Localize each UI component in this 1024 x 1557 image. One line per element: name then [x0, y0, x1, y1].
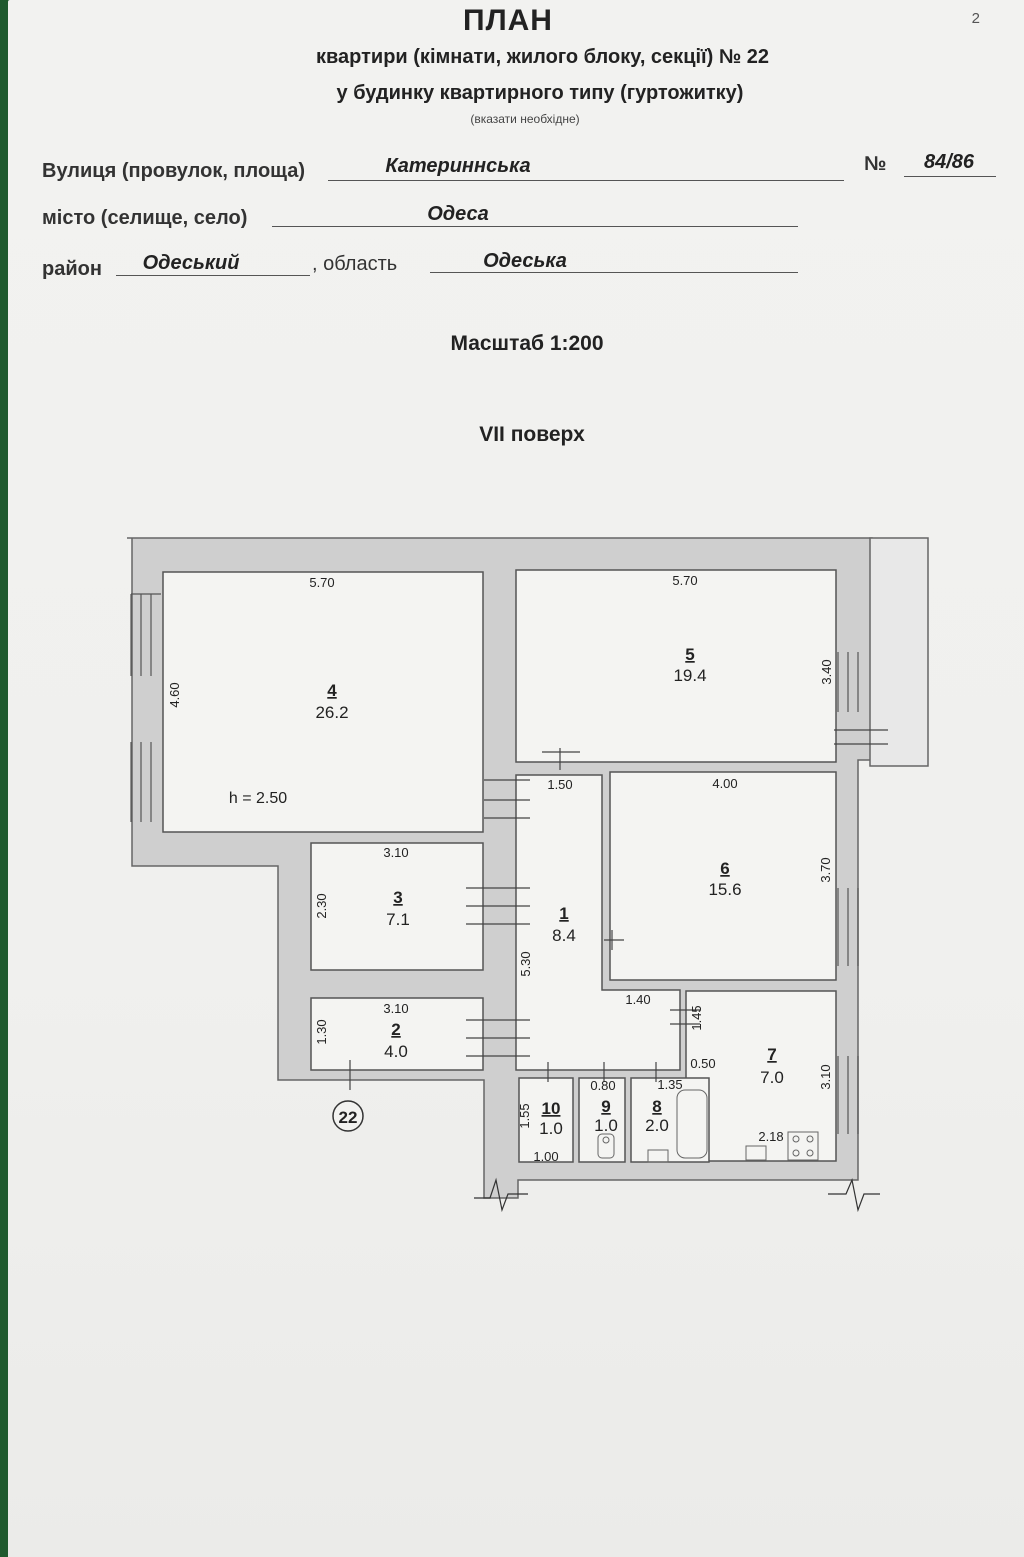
building-type-line: у будинку квартирного типу (гуртожитку) [336, 82, 744, 104]
room-number: 9 [601, 1097, 610, 1116]
room-area: 7.1 [386, 910, 410, 929]
windows [130, 593, 859, 1134]
dimension-label: 5.30 [518, 951, 533, 976]
apartment-line: квартири (кімнати, жилого блоку, секції)… [316, 46, 769, 68]
street-value: Катериннська [385, 155, 531, 177]
break-marks [474, 1177, 880, 1213]
room-area: 15.6 [708, 880, 741, 899]
apartment-marker: 22 [339, 1108, 358, 1127]
dimension-label: 3.10 [818, 1064, 833, 1089]
room-area: 4.0 [384, 1042, 408, 1061]
dimension-label: 3.40 [819, 659, 834, 684]
document-title: ПЛАН [463, 4, 553, 37]
district-value: Одеський [142, 252, 240, 274]
dimension-label: 5.70 [309, 575, 334, 590]
dimension-label: 1.35 [657, 1077, 682, 1092]
room-number: 3 [393, 888, 402, 907]
room-area: 2.0 [645, 1116, 669, 1135]
number-label: № [864, 153, 887, 175]
dimension-label: 2.18 [758, 1129, 783, 1144]
room-number: 2 [391, 1020, 400, 1039]
district-label: район [42, 258, 102, 280]
floor-label: VII поверх [479, 423, 585, 446]
room-area: 7.0 [760, 1068, 784, 1087]
city-value: Одеса [427, 203, 489, 225]
number-underline [904, 176, 996, 177]
number-value: 84/86 [923, 151, 975, 173]
region-underline [430, 272, 798, 273]
dimension-label: 1.40 [625, 992, 650, 1007]
dimension-label: 1.55 [517, 1103, 532, 1128]
dimension-label: 3.70 [818, 857, 833, 882]
room-number: 1 [559, 904, 568, 923]
apartment-marker-circle [332, 1100, 364, 1132]
dimension-label: 5.70 [672, 573, 697, 588]
scale-label: Масштаб 1:200 [450, 332, 604, 355]
doors [349, 729, 888, 1090]
room-number: 6 [720, 859, 729, 878]
room-number: 8 [652, 1097, 661, 1116]
region-value: Одеська [483, 250, 567, 272]
dimension-label: 4.60 [167, 682, 182, 707]
page-number: 2 [971, 10, 980, 27]
room-area: 26.2 [315, 703, 348, 722]
dimension-label: 1.30 [314, 1019, 329, 1044]
dimension-label: 3.10 [383, 1001, 408, 1016]
street-label: Вулиця (провулок, площа) [42, 160, 306, 182]
rooms [162, 569, 837, 1163]
room-number: 4 [327, 681, 337, 700]
dimension-label: 0.50 [690, 1056, 715, 1071]
room-number: 10 [542, 1099, 561, 1118]
ceiling-height: h = 2.50 [229, 790, 287, 807]
room-area: 1.0 [594, 1116, 618, 1135]
room-area: 1.0 [539, 1119, 563, 1138]
city-underline [272, 226, 798, 227]
room-area: 8.4 [552, 926, 576, 945]
room-number: 5 [685, 645, 694, 664]
city-label: місто (селище, село) [42, 207, 248, 229]
region-label: , область [312, 253, 398, 275]
dimension-label: 1.00 [533, 1149, 558, 1164]
room-number: 7 [767, 1045, 776, 1064]
dimension-label: 4.00 [712, 776, 737, 791]
street-underline [328, 180, 844, 181]
fixtures [597, 1089, 819, 1163]
dimension-label: 1.50 [547, 777, 572, 792]
dimension-label: 2.30 [314, 893, 329, 918]
district-underline [116, 275, 310, 276]
dimension-label: 3.10 [383, 845, 408, 860]
dimension-label: 1.45 [689, 1005, 704, 1030]
hint-note: (вказати необхідне) [470, 112, 580, 126]
dimension-label: 0.80 [590, 1078, 615, 1093]
room-area: 19.4 [673, 666, 706, 685]
